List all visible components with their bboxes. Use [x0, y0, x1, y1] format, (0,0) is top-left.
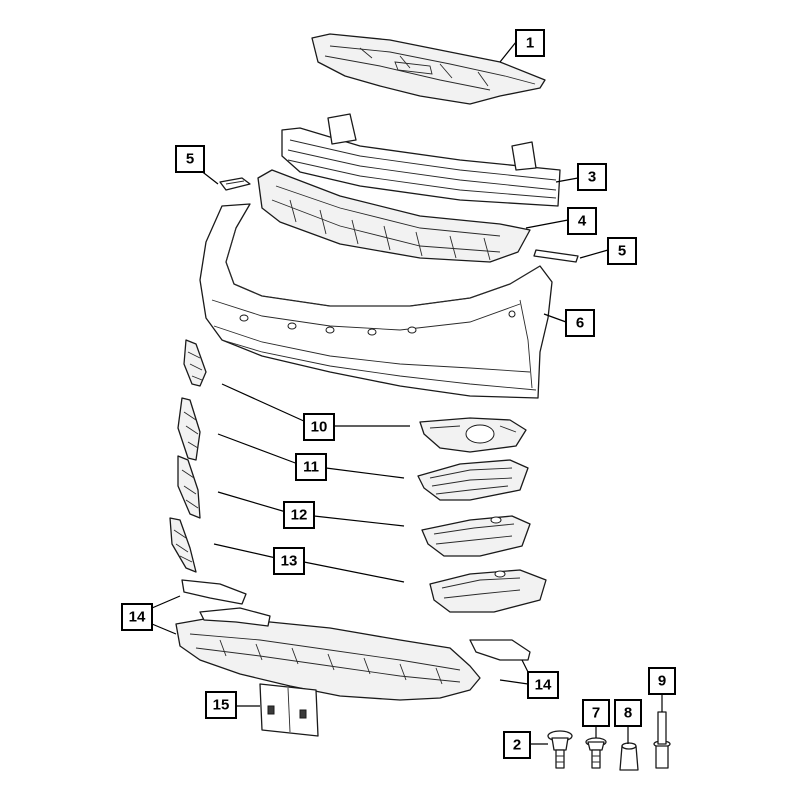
- callout-3: 3: [577, 163, 607, 191]
- svg-text:2: 2: [513, 737, 521, 754]
- part-energy-absorber: [257, 169, 531, 263]
- svg-text:9: 9: [658, 673, 666, 690]
- part-insert-left-10: [183, 339, 207, 387]
- callout-2: 2: [503, 731, 531, 759]
- part-insert-right-10: [419, 417, 527, 453]
- svg-text:6: 6: [576, 315, 584, 332]
- svg-text:4: 4: [578, 213, 587, 230]
- part-bumper-fascia: [199, 203, 553, 399]
- leader-lines: [151, 41, 663, 745]
- svg-text:7: 7: [592, 705, 600, 722]
- callout-9: 9: [648, 667, 676, 695]
- part-bracket-14-right: [469, 639, 531, 661]
- svg-text:11: 11: [303, 459, 319, 476]
- part-fastener-9: [653, 711, 671, 769]
- callout-1: 1: [515, 29, 545, 57]
- part-insert-right-13: [429, 569, 547, 613]
- callout-4: 4: [567, 207, 597, 235]
- callout-5-left: 5: [175, 145, 205, 173]
- svg-text:13: 13: [281, 553, 298, 570]
- part-bracket-left: [219, 177, 251, 191]
- svg-text:12: 12: [291, 507, 308, 524]
- part-license-bracket: [259, 683, 319, 737]
- part-upper-shield: [311, 33, 546, 105]
- svg-text:14: 14: [129, 609, 146, 626]
- callout-8: 8: [614, 699, 642, 727]
- part-fastener-8: [619, 742, 639, 771]
- callout-10: 10: [303, 413, 335, 441]
- svg-text:14: 14: [535, 677, 552, 694]
- callout-11: 11: [295, 453, 327, 481]
- part-insert-left-11: [177, 397, 201, 461]
- part-insert-left-12: [177, 455, 201, 519]
- callout-14-right: 14: [527, 671, 559, 699]
- part-insert-right-11: [417, 459, 529, 501]
- part-reinforcement-beam: [281, 113, 561, 207]
- svg-text:8: 8: [624, 705, 632, 722]
- part-bracket-14-left: [181, 579, 247, 605]
- callout-12: 12: [283, 501, 315, 529]
- part-lower-deflector: [175, 607, 481, 701]
- svg-text:10: 10: [311, 419, 328, 436]
- part-insert-left-13: [169, 517, 197, 573]
- svg-text:3: 3: [588, 169, 596, 186]
- part-fastener-7: [585, 737, 607, 769]
- callout-14-left: 14: [121, 603, 153, 631]
- callout-5-right: 5: [607, 237, 637, 265]
- svg-text:15: 15: [213, 697, 230, 714]
- svg-text:5: 5: [186, 151, 194, 168]
- svg-text:1: 1: [526, 35, 534, 52]
- part-bracket-right: [533, 249, 579, 263]
- callout-15: 15: [205, 691, 237, 719]
- callout-13: 13: [273, 547, 305, 575]
- svg-text:5: 5: [618, 243, 626, 260]
- part-insert-right-12: [421, 515, 531, 557]
- callout-6: 6: [565, 309, 595, 337]
- callout-7: 7: [582, 699, 610, 727]
- part-fastener-2: [547, 730, 573, 769]
